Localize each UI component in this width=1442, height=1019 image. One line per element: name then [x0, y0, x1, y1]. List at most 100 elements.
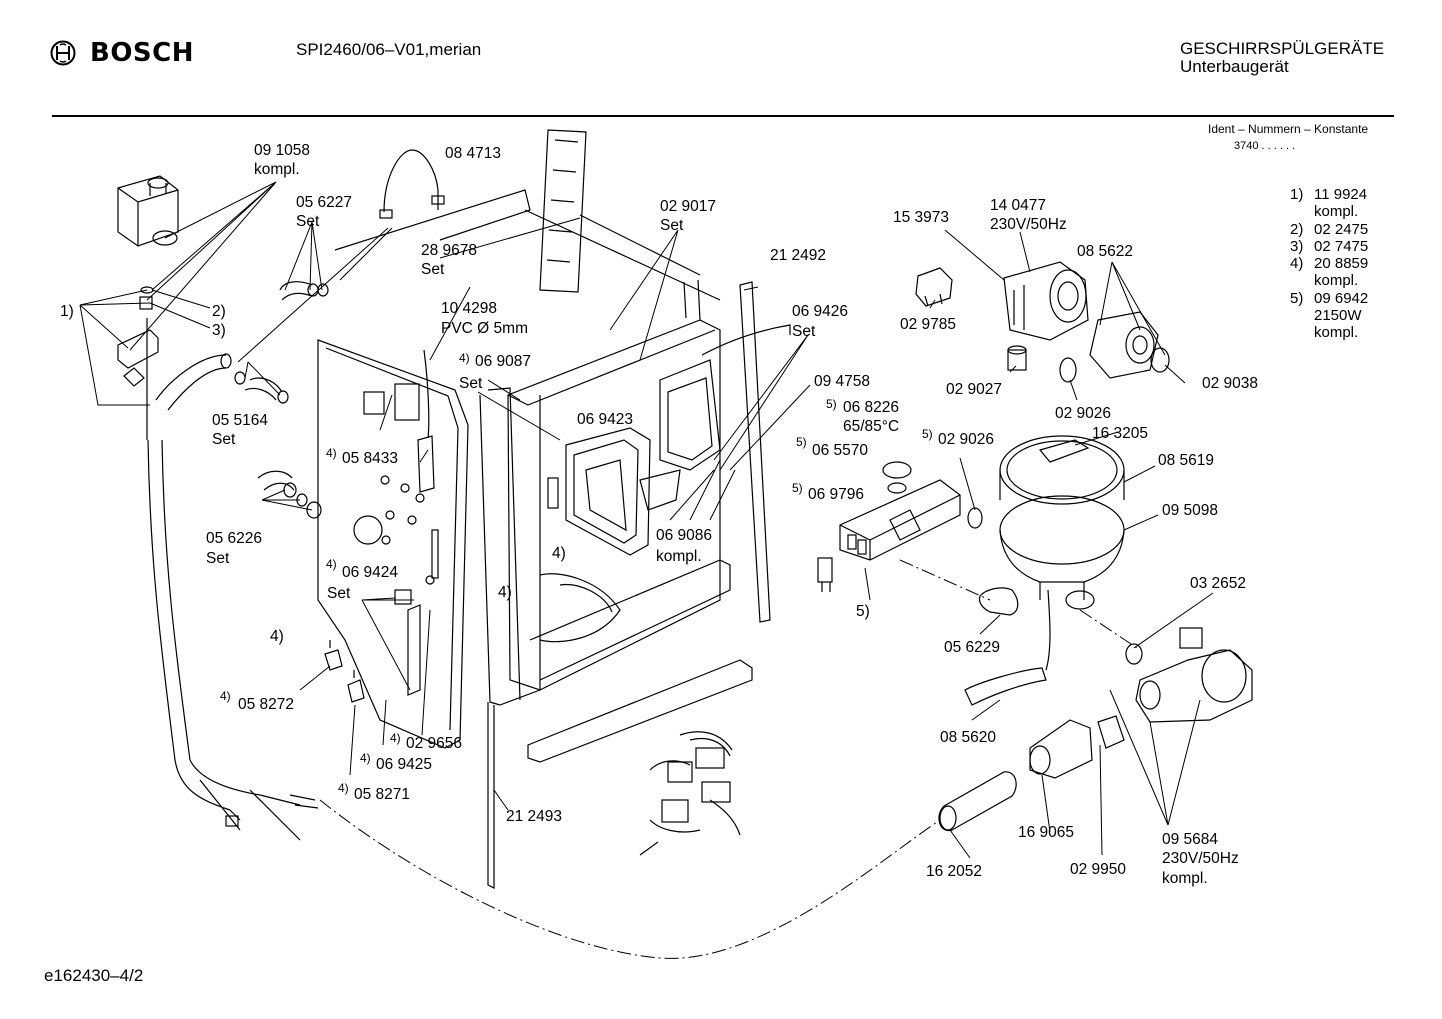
footnote-line: 20 8859	[1314, 255, 1369, 273]
part-label: 15 3973	[893, 209, 949, 226]
footnote-line: 02 2475	[1314, 220, 1369, 238]
part-label: 06 9425	[376, 756, 432, 773]
water-inlet-valve-drawing	[117, 175, 179, 440]
part-label: 16 3205	[1092, 425, 1148, 442]
part-label: 05 8271	[354, 786, 410, 803]
footnote-ref: 4)	[552, 545, 566, 562]
footnote-ref: 4)	[459, 351, 470, 365]
footnote-ref: 4)	[270, 628, 284, 645]
part-labels: 09 1058 kompl. 08 4713 05 6227 Set 28 96…	[60, 142, 1258, 887]
ident-value: 3740 . . . . . .	[1234, 140, 1296, 152]
leader-lines	[79, 181, 1214, 859]
footnote-ref: 3)	[212, 322, 226, 339]
footnote-key: 5)	[1290, 289, 1304, 307]
part-label: Set	[792, 323, 816, 340]
part-label: 05 6226	[206, 530, 262, 547]
part-label: 02 9026	[938, 431, 994, 448]
part-label: 05 8433	[342, 450, 398, 467]
spray-arm-drawing	[539, 129, 587, 293]
part-label: Set	[660, 217, 684, 234]
part-label: 09 5098	[1162, 502, 1218, 519]
part-label: 10 4298	[441, 300, 497, 317]
footnote-line: 02 7475	[1314, 237, 1369, 255]
part-label: 09 4758	[814, 373, 870, 390]
heater-drawing	[817, 461, 983, 592]
part-label: kompl.	[1162, 870, 1208, 887]
page-header: BOSCH SPI2460/06–V01,merian GESCHIRRSPÜL…	[0, 0, 1442, 152]
footnote-ref: 1)	[60, 303, 74, 320]
category-line-2: Unterbaugerät	[1180, 57, 1289, 76]
part-label: 06 9086	[656, 527, 712, 544]
product-category: GESCHIRRSPÜLGERÄTE Unterbaugerät	[1180, 40, 1384, 76]
part-label: 09 5684	[1162, 831, 1218, 848]
part-label: Set	[206, 550, 230, 567]
footnote-ref: 4)	[390, 731, 401, 745]
part-label: Set	[296, 213, 320, 230]
clip-drawing	[383, 149, 439, 213]
part-label: 28 9678	[421, 242, 477, 259]
footnote-line: 2150W	[1314, 307, 1362, 325]
footnote-ref: 5)	[796, 435, 807, 449]
ident-title: Ident – Nummern – Konstante	[1208, 122, 1369, 136]
drain-pump-drawing	[1125, 627, 1253, 723]
part-label: 230V/50Hz	[990, 216, 1067, 233]
side-panel-drawing	[317, 339, 469, 749]
part-label: 14 0477	[990, 197, 1046, 214]
footnote-ref: 5)	[856, 603, 870, 620]
drawing-layer	[117, 129, 1253, 889]
part-label: Set	[212, 431, 236, 448]
model-number: SPI2460/06–V01,merian	[296, 40, 482, 59]
part-label: 05 6229	[944, 639, 1000, 656]
footnote-key: 2)	[1290, 220, 1304, 238]
footnote-2: 2) 02 2475	[1290, 221, 1368, 238]
footnote-ref: 4)	[338, 781, 349, 795]
part-label: 06 9426	[792, 303, 848, 320]
drain-hose-drawing	[147, 353, 319, 841]
part-label: 16 2052	[926, 863, 982, 880]
footnote-key: 4)	[1290, 255, 1304, 273]
circulation-pump-drawing	[1059, 311, 1170, 383]
brand-logo: BOSCH	[50, 38, 194, 68]
footnote-ref: 4)	[498, 584, 512, 601]
part-label: PVC Ø 5mm	[441, 320, 528, 337]
part-label: 06 8226	[843, 399, 899, 416]
footnote-key: 3)	[1290, 237, 1304, 255]
part-label: 16 9065	[1018, 824, 1074, 841]
part-label: 05 8272	[238, 696, 294, 713]
part-label: 09 1058	[254, 142, 310, 159]
motor-drawing	[1003, 261, 1089, 371]
part-label: 03 2652	[1190, 575, 1246, 592]
part-label: 02 9656	[406, 735, 462, 752]
footnote-line: kompl.	[1314, 272, 1359, 290]
part-label: 02 9027	[946, 381, 1002, 398]
wire-harness-drawing	[639, 731, 741, 856]
part-label: 21 2492	[770, 247, 826, 264]
category-line-1: GESCHIRRSPÜLGERÄTE	[1180, 39, 1385, 58]
part-label: 02 9026	[1055, 405, 1111, 422]
part-label: 06 9424	[342, 564, 398, 581]
footnote-ref: 4)	[326, 557, 337, 571]
part-label: 08 4713	[445, 145, 501, 162]
sump-drawing	[999, 435, 1125, 671]
footnote-3: 3) 02 7475	[1290, 238, 1368, 255]
part-label: Set	[459, 375, 483, 392]
footnote-ref: 4)	[220, 689, 231, 703]
part-label: 21 2493	[506, 808, 562, 825]
part-label: 05 6227	[296, 194, 352, 211]
part-label: 06 9087	[475, 353, 531, 370]
seal-strip-drawing	[739, 281, 771, 623]
footnote-line: kompl.	[1314, 324, 1359, 342]
brand-name: BOSCH	[90, 38, 194, 68]
footnote-ref: 5)	[826, 397, 837, 411]
part-label: 02 9038	[1202, 375, 1258, 392]
footnote-line: 09 6942	[1314, 289, 1369, 307]
part-label: Set	[421, 261, 445, 278]
part-label: kompl.	[254, 161, 300, 178]
header-divider	[52, 115, 1394, 117]
part-label: 08 5620	[940, 729, 996, 746]
part-label: 02 9785	[900, 316, 956, 333]
connection-lines	[319, 559, 1141, 959]
